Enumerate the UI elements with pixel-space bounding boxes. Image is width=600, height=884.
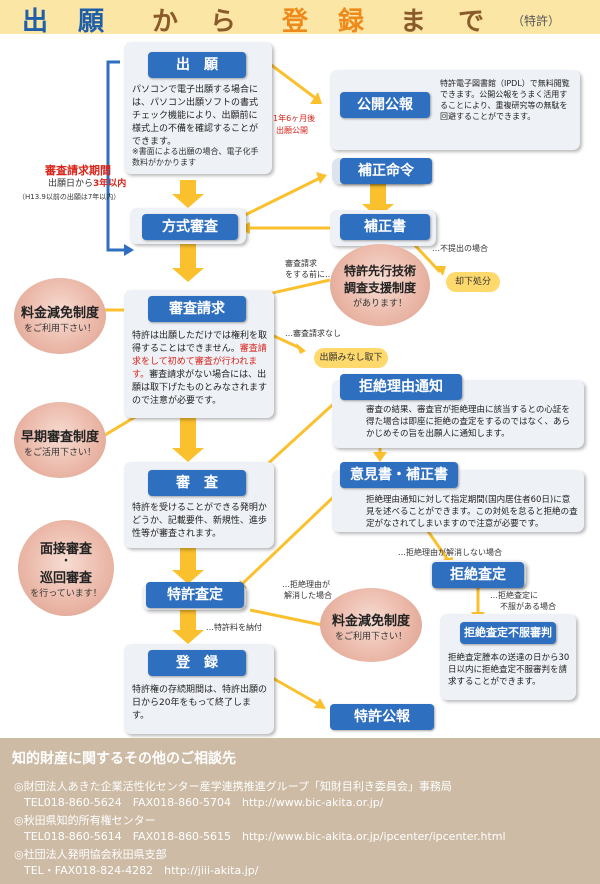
step-tokkyo-kouhou: 特許公報 bbox=[330, 704, 434, 730]
deemed-withdrawn-badge: 出願みなし取下 bbox=[314, 348, 388, 368]
arrow-down bbox=[172, 610, 204, 644]
step-koukai-kouhou: 公開公報 bbox=[340, 92, 430, 118]
shinsa-seikyu-text2: 審査請求がない場合には、出願は取下げたものとみなされますので注意が必要です。 bbox=[132, 370, 268, 406]
shutsugan-note: ※書面による出願の場合、電子化手数料がかかります bbox=[132, 147, 259, 167]
title-char: 録 bbox=[338, 7, 365, 37]
publication-timing: 1年6ヶ月後 bbox=[273, 114, 316, 123]
step-kyozetsu-satei: 拒絶査定 bbox=[432, 562, 524, 588]
appeal-note-1: …拒絶査定に bbox=[490, 591, 538, 600]
ikensho-text: 拒絶理由通知に対して指定期間(国内居住者60日)に意見を述べることができます。こ… bbox=[366, 495, 578, 529]
shutsugan-text: パソコンで電子出願する場合には、パソコン出願ソフトの書式チェック機能により、出願… bbox=[132, 85, 259, 147]
request-period-line2: （H13.9以前の出願は7年以内） bbox=[18, 193, 121, 201]
interview-exam-main2: 巡回審査 bbox=[39, 571, 92, 586]
before-request-note-2: をする前に… bbox=[285, 270, 333, 279]
prior-art-circle: 特許先行技術 調査支援制度 があります！ bbox=[330, 244, 430, 326]
before-request-note-1: 審査請求 bbox=[285, 259, 317, 268]
org3-name: ◎社団法人発明協会秋田県支部 bbox=[14, 848, 167, 861]
step-hosei-sho: 補正書 bbox=[340, 214, 430, 240]
footer: 知的財産に関するその他のご相談先 ◎財団法人あきた企業活性化センター産学連携推進… bbox=[0, 738, 600, 884]
org3-contact: TEL・FAX018-824-4282 http://jiii-akita.jp… bbox=[24, 864, 259, 877]
shinsa-seikyu-text-red: 審査請求をして初めて審査が行われます。 bbox=[132, 344, 267, 380]
resolved-note-1: …拒絶理由が bbox=[282, 580, 330, 589]
title-char: 願 bbox=[78, 7, 105, 37]
step-shutsugan: 出 願 bbox=[148, 52, 246, 78]
step-houshiki: 方式審査 bbox=[142, 214, 238, 240]
fee-paid-note: …特許料を納付 bbox=[206, 623, 262, 632]
period-bracket bbox=[106, 60, 125, 252]
step-hosei-meirei: 補正命令 bbox=[340, 158, 432, 184]
org1-name: ◎財団法人あきた企業活性化センター産学連携推進グループ「知財目利き委員会」事務局 bbox=[14, 780, 452, 793]
step-kyozetsu-riyu: 拒絶理由通知 bbox=[340, 374, 462, 400]
interview-exam-circle: 面接審査 ・ 巡回審査 を行っています！ bbox=[18, 520, 114, 616]
arrow-down bbox=[172, 418, 204, 462]
no-request-note: …審査請求なし bbox=[285, 329, 341, 338]
early-exam-circle: 早期審査制度 をご活用下さい！ bbox=[14, 402, 106, 478]
kyozetsu-riyu-text: 審査の結果、審査官が拒絶理由に該当するとの心証を得た場合は即座に拒絶の査定をする… bbox=[366, 405, 571, 439]
step-shinsa-seikyu: 審査請求 bbox=[148, 296, 246, 322]
step-tokkyo-satei: 特許査定 bbox=[146, 582, 244, 608]
interview-exam-sub: を行っています！ bbox=[30, 589, 102, 599]
title-suffix: （特許） bbox=[512, 14, 561, 28]
touroku-text: 特許権の存続期間は、特許出願の日から20年をもって終了します。 bbox=[132, 685, 268, 721]
interview-exam-dot: ・ bbox=[61, 556, 71, 567]
publication-label: 出願公開 bbox=[276, 126, 308, 135]
prior-art-sub: があります！ bbox=[352, 299, 407, 309]
appeal-note-2: 不服がある場合 bbox=[500, 602, 556, 611]
fee-reduction-circle-1: 料金減免制度 をご利用下さい！ bbox=[14, 278, 106, 354]
title-char: 登 bbox=[282, 7, 309, 37]
title-char: で bbox=[458, 7, 485, 37]
step-fufuku: 拒絶査定不服審判 bbox=[460, 622, 556, 644]
fufuku-text: 拒絶査定謄本の送達の日から30日以内に拒絶査定不服審判を請求することができます。 bbox=[448, 653, 570, 687]
not-resolved-note: …拒絶理由が解消しない場合 bbox=[398, 548, 502, 557]
step-shinsa: 審 査 bbox=[148, 470, 246, 496]
fee-reduction-main-2: 料金減免制度 bbox=[331, 614, 410, 629]
early-exam-main: 早期審査制度 bbox=[20, 430, 99, 445]
title-char: ら bbox=[210, 7, 237, 37]
shinsa-seikyu-text: 特許は出願しただけでは権利を取得することはできません。審査請求をして初めて審査が… bbox=[132, 330, 268, 408]
koukai-text: 特許電子図書館（IPDL）で無料閲覧できます。公開公報をうまく活用することにより… bbox=[440, 79, 570, 121]
request-period-b: 3年以内 bbox=[93, 179, 127, 189]
interview-exam-main1: 面接審査 bbox=[39, 542, 92, 557]
arrow-down bbox=[172, 548, 204, 584]
prior-art-main1: 特許先行技術 bbox=[343, 264, 416, 278]
arrow-down bbox=[172, 240, 204, 282]
shinsa-seikyu-text1: 特許は出願しただけでは権利を取得することはできません。 bbox=[132, 331, 268, 354]
arrow-down bbox=[172, 180, 204, 208]
org1-contact: TEL018-860-5624 FAX018-860-5704 http://w… bbox=[24, 796, 384, 809]
shinsa-text: 特許を受けることができる発明かどうか、記載要件、新規性、進歩性等が審査されます。 bbox=[132, 503, 267, 539]
step-ikensho: 意見書・補正書 bbox=[340, 462, 458, 488]
request-period-line1: 出願日から3年以内 bbox=[48, 179, 126, 190]
footer-heading: 知的財産に関するその他のご相談先 bbox=[12, 751, 236, 767]
title-char: ま bbox=[400, 7, 427, 37]
title-char: か bbox=[152, 7, 179, 37]
fee-reduction-sub-2: をご利用下さい！ bbox=[334, 632, 407, 642]
fee-reduction-circle-2: 料金減免制度 をご利用下さい！ bbox=[320, 588, 422, 662]
org2-name: ◎秋田県知的所有権センター bbox=[14, 814, 156, 827]
org2-contact: TEL018-860-5614 FAX018-860-5615 http://w… bbox=[24, 830, 506, 843]
resolved-note-2: 解消した場合 bbox=[284, 591, 332, 600]
fee-reduction-main-1: 料金減免制度 bbox=[20, 306, 99, 321]
not-submitted-note: …不提出の場合 bbox=[432, 244, 488, 253]
dismissal-badge: 却下処分 bbox=[446, 272, 500, 292]
title-char: 出 bbox=[22, 7, 49, 37]
arrow-down bbox=[362, 184, 394, 218]
prior-art-main2: 調査支援制度 bbox=[343, 281, 416, 295]
title-band: 出 願 か ら 登 録 ま で （特許） bbox=[0, 0, 600, 37]
request-period-label: 審査請求期間 bbox=[45, 164, 111, 177]
fee-reduction-sub-1: をご利用下さい！ bbox=[23, 324, 96, 334]
step-touroku: 登 録 bbox=[148, 650, 246, 676]
early-exam-sub: をご活用下さい！ bbox=[23, 448, 96, 458]
request-period-a: 出願日から bbox=[48, 179, 94, 189]
